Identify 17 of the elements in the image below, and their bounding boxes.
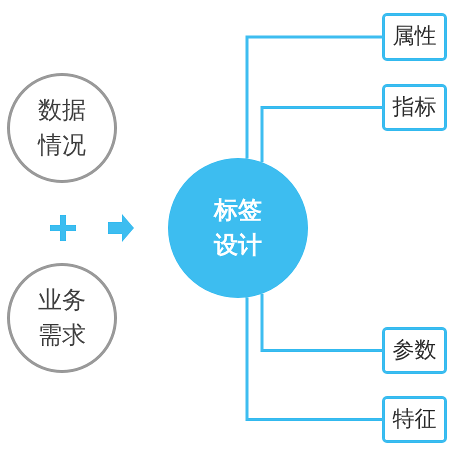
connector-line	[246, 297, 382, 421]
label-box	[382, 84, 447, 131]
label-box	[382, 13, 447, 61]
node-text: 特征	[392, 406, 436, 434]
node-text: 数据情况	[36, 95, 87, 161]
node-text: 标签设计	[212, 195, 263, 261]
node-text: 参数	[392, 336, 436, 365]
label-box	[382, 396, 447, 443]
connector-line	[246, 36, 382, 159]
topic-circle	[7, 263, 117, 373]
node-text: 属性	[392, 23, 436, 52]
topic-circle	[7, 73, 117, 183]
node-text: 业务需求	[37, 285, 87, 351]
connector-line	[260, 294, 382, 352]
label-box	[382, 327, 447, 374]
node-text: 指标	[392, 94, 436, 122]
connector-line	[260, 106, 382, 162]
